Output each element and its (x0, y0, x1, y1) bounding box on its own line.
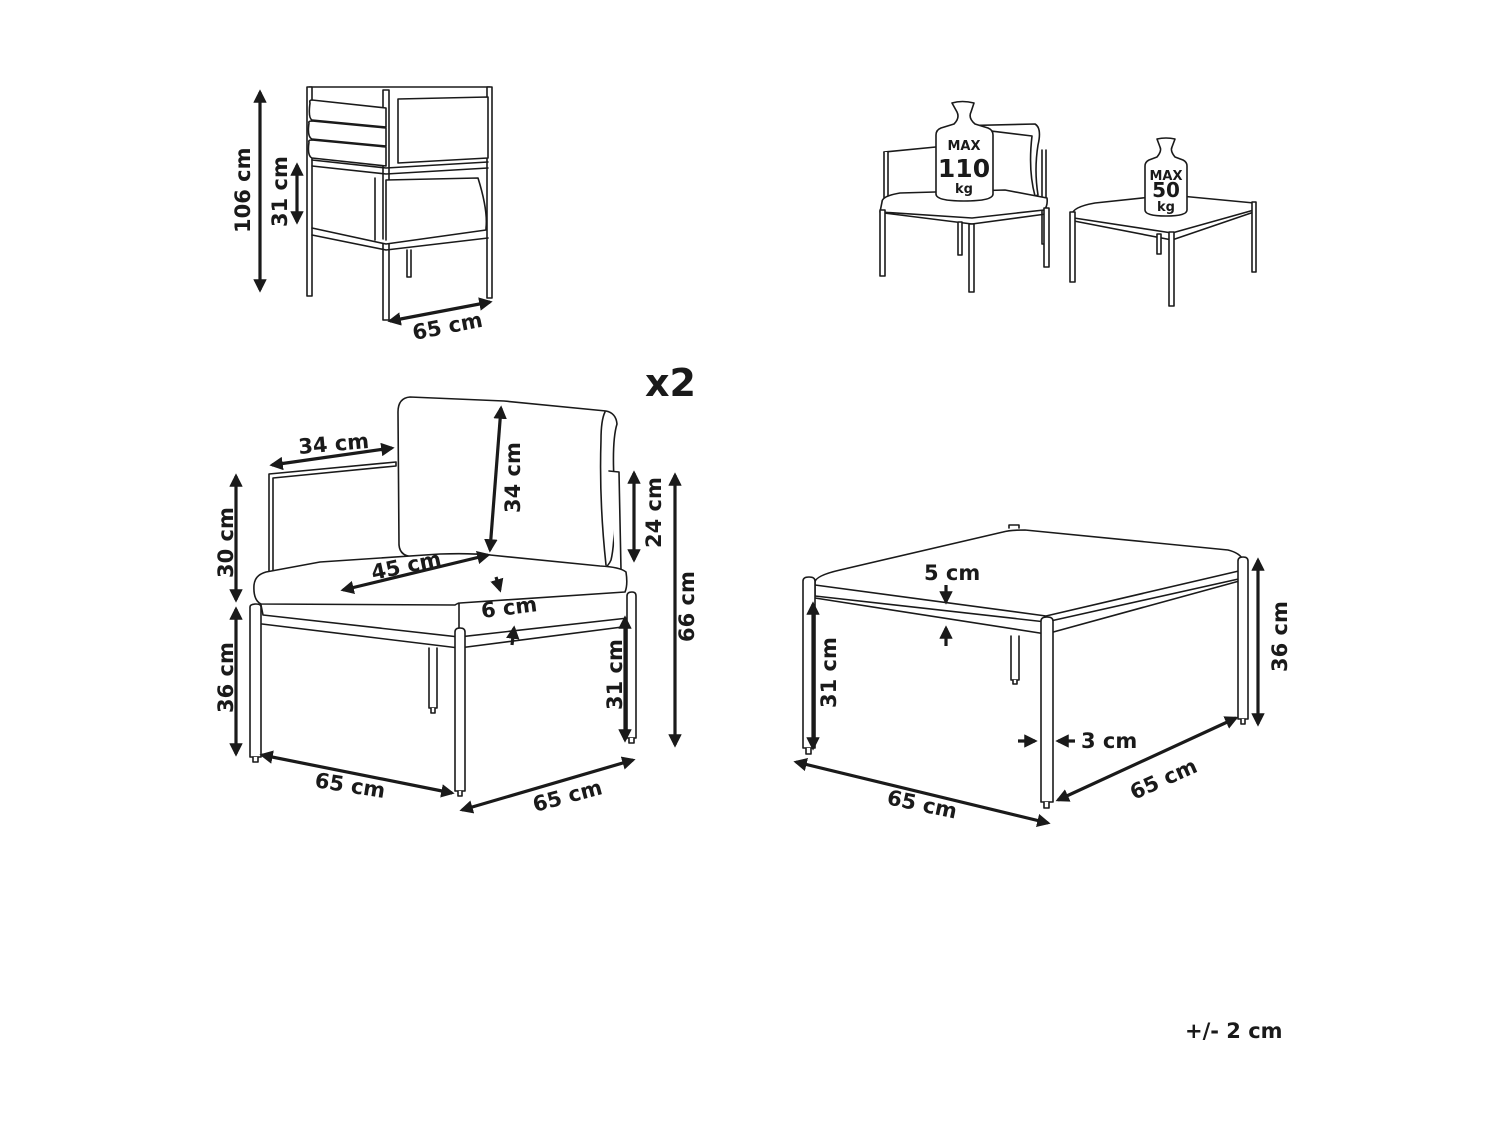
chair-depth-label: 65 cm (530, 775, 605, 817)
table-leg-diameter-label: 3 cm (1081, 729, 1137, 753)
chair-side-backrest-label: 24 cm (642, 477, 666, 548)
side-height-label: 106 cm (231, 148, 255, 233)
table-max-unit: kg (1157, 200, 1175, 215)
table-total-height-label: 36 cm (1268, 601, 1292, 672)
table-thickness-label: 5 cm (924, 561, 980, 585)
chair-backrest-height-label: 34 cm (501, 442, 525, 513)
chair-width-label: 65 cm (313, 768, 387, 803)
tolerance-note: +/- 2 cm (1185, 1019, 1283, 1043)
table-leg-height-label: 31 cm (817, 637, 841, 708)
table-max-label: MAX (1149, 169, 1182, 184)
table-max-value: 50 (1152, 178, 1180, 202)
table-load-drawing: MAX 50 kg (1069, 137, 1257, 307)
side-armrest-label: 31 cm (268, 156, 292, 227)
side-view-drawing (306, 86, 493, 321)
table-drawing (802, 524, 1249, 809)
chair-max-label: MAX (947, 139, 980, 154)
chair-total-height-label: 66 cm (675, 571, 699, 642)
table-depth-label: 65 cm (1126, 754, 1201, 805)
chair-leg-height-label: 31 cm (603, 639, 627, 710)
quantity-badge: x2 (645, 361, 696, 405)
chair-armrest-height-label: 30 cm (214, 507, 238, 578)
chair-armrest-length-label: 34 cm (297, 429, 370, 459)
chair-max-unit: kg (955, 182, 973, 197)
chair-seat-height-label: 36 cm (214, 642, 238, 713)
chair-max-value: 110 (938, 154, 990, 183)
chair-load-drawing: MAX 110 kg (879, 100, 1050, 293)
